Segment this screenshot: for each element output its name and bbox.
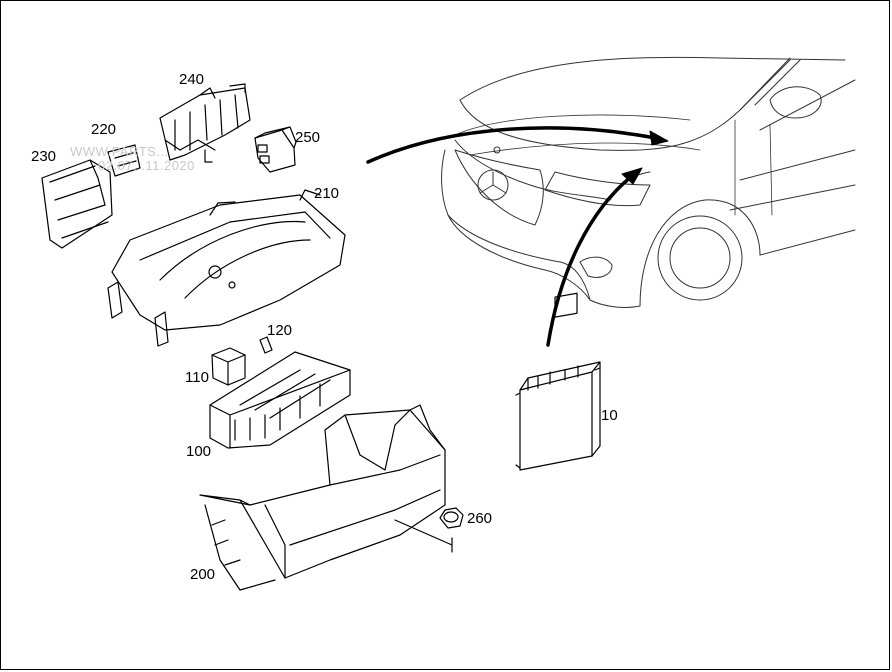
watermark-line-2: 02.07...11.2020 <box>98 157 195 173</box>
connector-220 <box>107 144 141 177</box>
watermark-line-1: WWW.PARTS... <box>70 144 169 159</box>
nut-260 <box>394 507 464 553</box>
relay-110 <box>211 347 246 386</box>
housing-200 <box>199 404 446 591</box>
relay-bracket-240 <box>159 83 251 163</box>
callout-100: 100 <box>186 443 212 460</box>
part-120 <box>259 336 273 354</box>
control-unit-10 <box>515 292 601 471</box>
fuse-box-cover-210 <box>107 189 346 347</box>
callout-250: 250 <box>295 129 321 146</box>
watermark: WWW.PARTS... 02.07...11.2020 <box>70 145 195 172</box>
callout-210: 210 <box>314 185 340 202</box>
fuse-box-100 <box>209 351 351 449</box>
callout-120: 120 <box>267 322 293 339</box>
cover-230 <box>41 159 113 249</box>
relay-250 <box>254 126 297 173</box>
callout-260: 260 <box>467 510 493 527</box>
location-arrows <box>366 126 657 347</box>
callout-220: 220 <box>91 121 117 138</box>
callout-110: 110 <box>185 369 209 386</box>
callout-10: 10 <box>601 407 618 424</box>
callout-230: 230 <box>31 148 57 165</box>
callout-240: 240 <box>179 71 205 88</box>
vehicle-front-illustration <box>441 56 856 308</box>
arrow-heads <box>621 130 669 185</box>
callout-200: 200 <box>190 566 216 583</box>
